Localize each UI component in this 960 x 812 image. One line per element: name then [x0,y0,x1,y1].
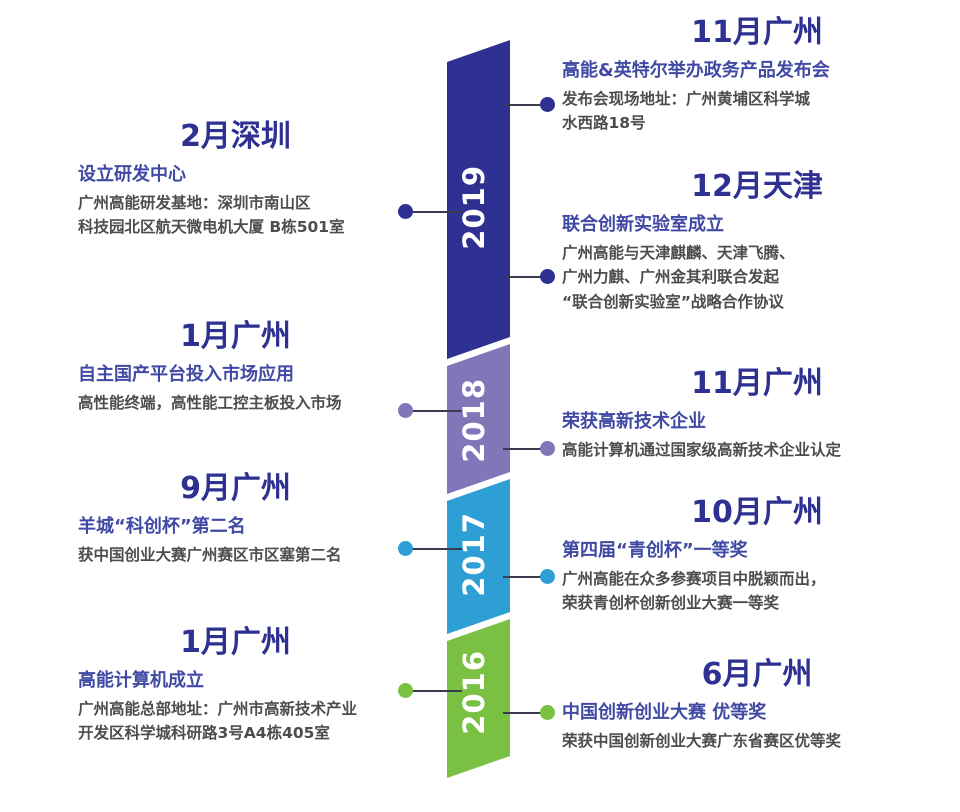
year-label-2018: 2018 [457,378,491,463]
timeline-entry-yangcheng-kechuangbei-second[interactable]: 9月广州 羊城“科创杯”第二名 获中国创业大赛广州赛区市区塞第二名 [78,470,393,567]
timeline-entry-qingchuangbei-first-prize[interactable]: 10月广州 第四届“青创杯”一等奖 广州高能在众多参赛项目中脱颖而出， 荣获青创… [562,494,952,616]
connector-dot-right-1[interactable] [540,97,555,112]
connector-dot-left-1[interactable] [398,204,413,219]
connector-line-left-1 [410,211,462,213]
entry-month: 1月广州 [180,625,291,660]
entry-desc-line: 荣获中国创新创业大赛广东省赛区优等奖 [562,731,842,750]
entry-desc-line: 获中国创业大赛广州赛区市区塞第二名 [78,545,342,564]
connector-dot-right-4[interactable] [540,569,555,584]
connector-dot-left-4[interactable] [398,683,413,698]
year-segment-2017 [447,479,510,634]
connector-line-left-4 [410,690,462,692]
connector-dot-left-2[interactable] [398,403,413,418]
entry-desc-line: 科技园北区航天微电机大厦 B栋501室 [78,218,345,237]
connector-dot-left-3[interactable] [398,541,413,556]
year-label-2017: 2017 [457,512,491,597]
connector-line-right-5 [503,712,548,714]
entry-desc-line: 高性能终端，高性能工控主板投入市场 [78,393,342,412]
entry-desc-line: 广州高能与天津麒麟、天津飞腾、 [562,243,795,262]
entry-desc-line: 广州高能在众多参赛项目中脱颖而出， [562,569,826,588]
year-label-2016: 2016 [457,650,491,735]
entry-title: 高能&英特尔举办政务产品发布会 [562,59,830,81]
entry-desc-line: 荣获青创杯创新创业大赛一等奖 [562,594,780,613]
entry-desc-line: 高能计算机通过国家级高新技术企业认定 [562,440,842,459]
entry-desc-line: 广州高能研发基地：深圳市南山区 [78,193,311,212]
connector-dot-right-3[interactable] [540,441,555,456]
year-segment-2016 [447,619,510,778]
timeline-entry-china-innovation-contest[interactable]: 6月广州 中国创新创业大赛 优等奖 荣获中国创新创业大赛广东省赛区优等奖 [562,656,952,753]
entry-desc-line: “联合创新实验室”战略合作协议 [562,293,784,312]
entry-month: 11月广州 [691,15,823,50]
year-segment-2018 [447,344,510,494]
entry-title: 第四届“青创杯”一等奖 [562,539,748,561]
entry-desc-line: 广州力麒、广州金其利联合发起 [562,268,780,287]
timeline-entry-shenzhen-rd-center[interactable]: 2月深圳 设立研发中心 广州高能研发基地：深圳市南山区 科技园北区航天微电机大厦… [78,118,393,240]
entry-desc-line: 水西路18号 [562,114,646,133]
entry-month: 6月广州 [701,657,813,692]
entry-title: 自主国产平台投入市场应用 [78,363,294,385]
entry-month: 2月深圳 [180,119,291,154]
entry-desc-line: 广州高能总部地址：广州市高新技术产业 [78,699,358,718]
entry-desc-line: 开发区科学城科研路3号A4栋405室 [78,724,330,743]
connector-line-right-3 [503,448,548,450]
entry-month: 12月天津 [691,169,823,204]
entry-title: 羊城“科创杯”第二名 [78,515,246,537]
connector-dot-right-5[interactable] [540,705,555,720]
connector-dot-right-2[interactable] [540,269,555,284]
entry-month: 1月广州 [180,319,291,354]
entry-desc-line: 发布会现场地址：广州黄埔区科学城 [562,89,811,108]
connector-line-right-4 [503,576,548,578]
connector-line-left-2 [410,410,462,412]
timeline-entry-high-tech-enterprise[interactable]: 11月广州 荣获高新技术企业 高能计算机通过国家级高新技术企业认定 [562,365,952,462]
timeline-entry-intel-gov-product-launch[interactable]: 11月广州 高能&英特尔举办政务产品发布会 发布会现场地址：广州黄埔区科学城 水… [562,14,952,136]
connector-line-right-1 [503,104,548,106]
connector-line-left-3 [410,548,462,550]
entry-title: 荣获高新技术企业 [562,410,706,432]
timeline-entry-joint-innovation-lab[interactable]: 12月天津 联合创新实验室成立 广州高能与天津麒麟、天津飞腾、 广州力麒、广州金… [562,168,952,315]
year-segment-2019 [447,40,510,359]
year-label-2019: 2019 [457,165,491,250]
entry-month: 11月广州 [691,366,823,401]
entry-title: 中国创新创业大赛 优等奖 [562,701,767,723]
timeline-entry-domestic-platform-market[interactable]: 1月广州 自主国产平台投入市场应用 高性能终端，高性能工控主板投入市场 [78,318,393,415]
timeline-bar [447,40,510,778]
connector-line-right-2 [503,276,548,278]
entry-month: 9月广州 [180,471,291,506]
timeline-entry-gaoneng-computer-founded[interactable]: 1月广州 高能计算机成立 广州高能总部地址：广州市高新技术产业 开发区科学城科研… [78,624,393,746]
entry-title: 联合创新实验室成立 [562,213,724,235]
entry-month: 10月广州 [691,495,823,530]
entry-title: 高能计算机成立 [78,669,204,691]
entry-title: 设立研发中心 [78,163,186,185]
